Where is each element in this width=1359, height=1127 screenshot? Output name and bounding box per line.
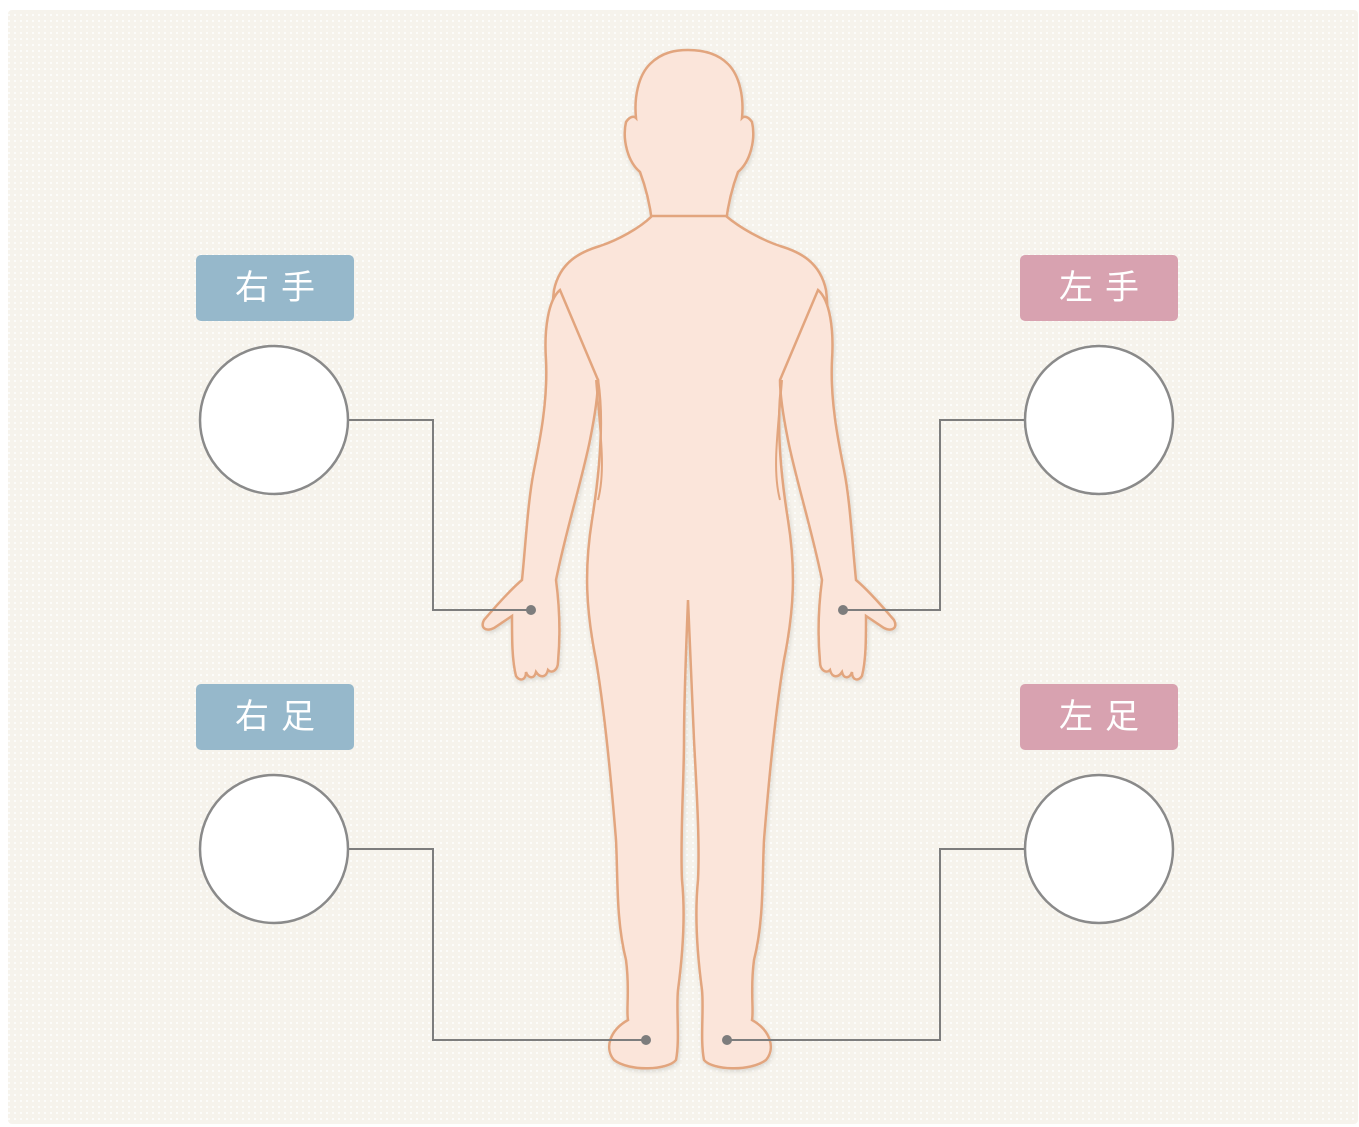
left-foot-label: 左足 xyxy=(1020,684,1178,750)
left-hand-label: 左手 xyxy=(1020,255,1178,321)
left-foot-circle[interactable] xyxy=(1025,775,1173,923)
right-foot-dot xyxy=(641,1035,651,1045)
right-hand-circle[interactable] xyxy=(200,346,348,494)
left-foot-dot xyxy=(722,1035,732,1045)
left-hand-circle[interactable] xyxy=(1025,346,1173,494)
right-foot-label: 右足 xyxy=(196,684,354,750)
right-foot-circle[interactable] xyxy=(200,775,348,923)
left-hand-dot xyxy=(838,605,848,615)
right-hand-dot xyxy=(526,605,536,615)
right-hand-label: 右手 xyxy=(196,255,354,321)
